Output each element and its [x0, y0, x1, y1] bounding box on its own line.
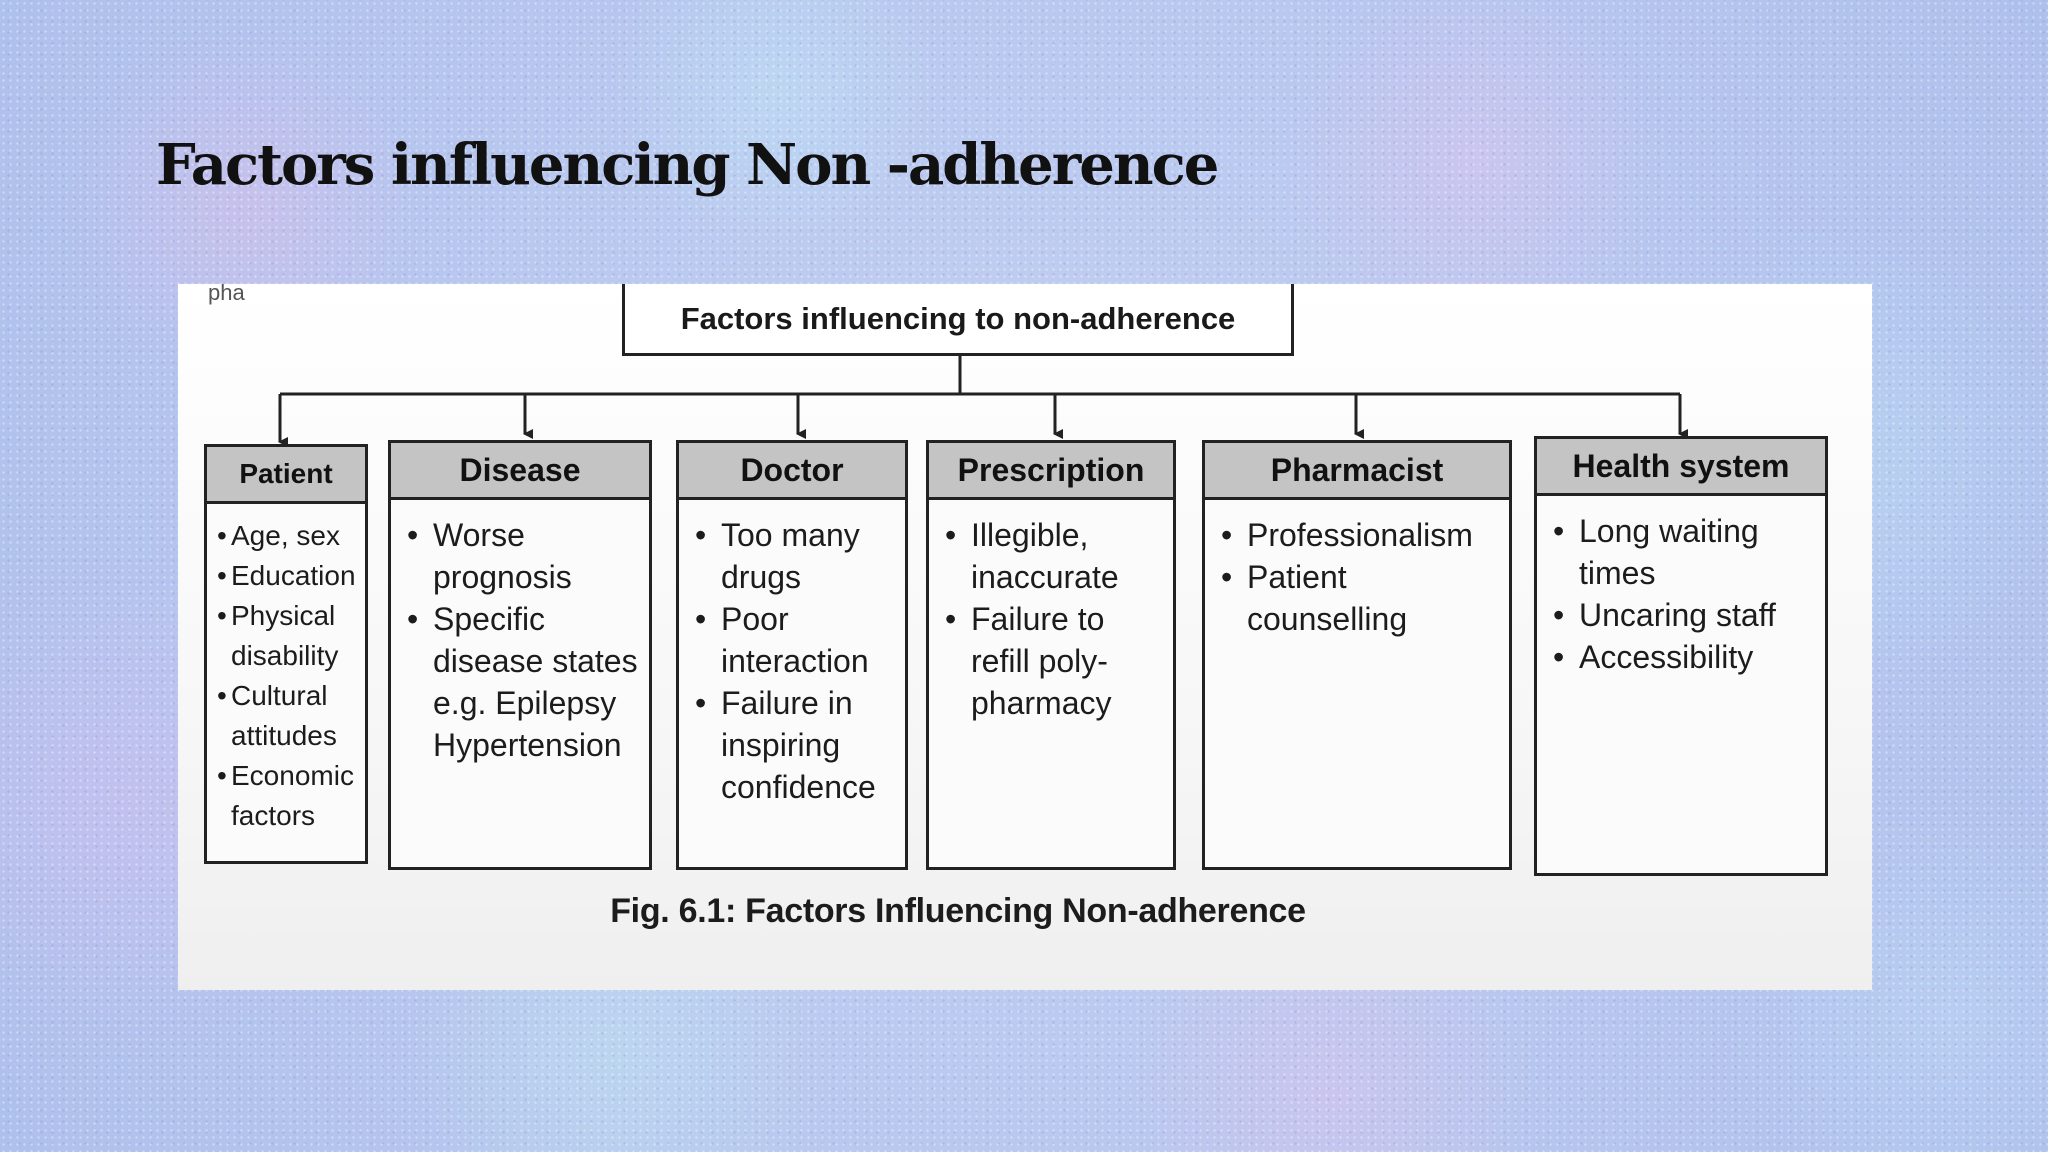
factor-item: Age, sex — [215, 516, 363, 556]
factor-item: Illegible, inaccurate — [943, 514, 1167, 598]
figure-caption: Fig. 6.1: Factors Influencing Non-adhere… — [610, 892, 1306, 930]
factor-item: Patient counselling — [1219, 556, 1503, 640]
category-patient: Patient Age, sex Education Physical disa… — [204, 444, 368, 864]
factor-item: Failure in inspiring confidence — [693, 682, 899, 808]
factor-item: Uncaring staff — [1551, 594, 1819, 636]
slide-title: Factors influencing Non -adherence — [156, 132, 1219, 198]
factor-item: Worse prognosis — [405, 514, 643, 598]
factor-list: Too many drugs Poor interaction Failure … — [679, 500, 905, 808]
connector-lines — [278, 356, 1688, 444]
category-title: Pharmacist — [1205, 443, 1509, 500]
factor-list: Worse prognosis Specific disease states … — [391, 500, 649, 766]
category-title: Patient — [207, 447, 365, 504]
factor-item: Physical disability — [215, 596, 363, 676]
category-doctor: Doctor Too many drugs Poor interaction F… — [676, 440, 908, 870]
factor-item: Accessibility — [1551, 636, 1819, 678]
factor-item: Long waiting times — [1551, 510, 1819, 594]
factor-list: Long waiting times Uncaring staff Access… — [1537, 496, 1825, 678]
category-title: Doctor — [679, 443, 905, 500]
factor-item: Too many drugs — [693, 514, 899, 598]
factor-item: Failure to refill poly-pharmacy — [943, 598, 1167, 724]
factor-item: Poor interaction — [693, 598, 899, 682]
category-title: Disease — [391, 443, 649, 500]
category-title: Prescription — [929, 443, 1173, 500]
category-disease: Disease Worse prognosis Specific disease… — [388, 440, 652, 870]
root-node: Factors influencing to non-adherence — [622, 284, 1294, 356]
factor-item: Economic factors — [215, 756, 363, 836]
factor-item: Education — [215, 556, 363, 596]
factor-item: Professionalism — [1219, 514, 1503, 556]
cropped-text-fragment: pha — [208, 284, 245, 305]
category-pharmacist: Pharmacist Professionalism Patient couns… — [1202, 440, 1512, 870]
factor-item: Specific disease states e.g. Epilepsy Hy… — [405, 598, 643, 766]
category-health-system: Health system Long waiting times Uncarin… — [1534, 436, 1828, 876]
category-prescription: Prescription Illegible, inaccurate Failu… — [926, 440, 1176, 870]
factor-list: Illegible, inaccurate Failure to refill … — [929, 500, 1173, 724]
factor-item: Cultural attitudes — [215, 676, 363, 756]
factor-list: Professionalism Patient counselling — [1205, 500, 1509, 640]
category-title: Health system — [1537, 439, 1825, 496]
factor-list: Age, sex Education Physical disability C… — [207, 504, 365, 836]
figure-image: pha Factors influencing to non-adherence… — [178, 284, 1872, 990]
